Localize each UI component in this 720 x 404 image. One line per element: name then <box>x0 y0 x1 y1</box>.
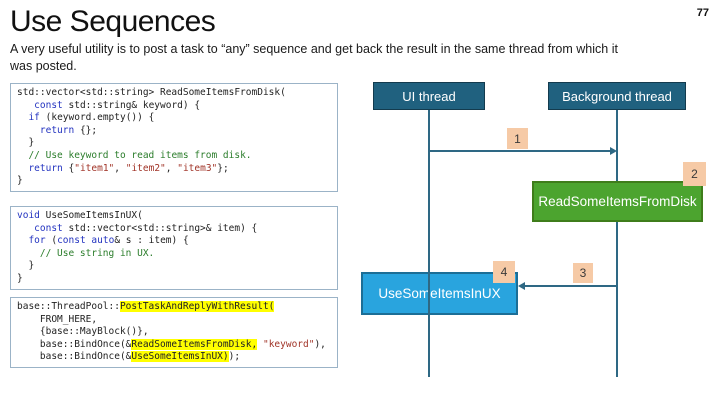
background-thread-lifeline <box>616 110 618 377</box>
code-line: for (const auto& s : item) { <box>28 235 189 247</box>
activation-read-label: ReadSomeItemsFromDisk <box>538 194 697 209</box>
code-line: const std::vector<std::string>& item) { <box>34 222 258 234</box>
code-line: base::BindOnce(&UseSomeItemsInUX)); <box>17 351 241 363</box>
code-line: void UseSomeItemsInUX( <box>17 210 143 221</box>
code-line: return {"item1", "item2", "item3"}; <box>28 162 229 174</box>
code-line: base::ThreadPool::PostTaskAndReplyWithRe… <box>17 301 275 312</box>
code-line: } <box>17 272 23 284</box>
step-badge-1: 1 <box>507 128 528 149</box>
message-1-arrowhead-icon <box>610 146 617 155</box>
step-badge-4: 4 <box>493 261 515 283</box>
code-line: } <box>17 137 35 149</box>
subtitle-line-2: was posted. <box>10 59 77 73</box>
code-line: const std::string& keyword) { <box>34 99 201 111</box>
message-3-arrowhead-icon <box>518 281 525 290</box>
actor-ui-thread-label: UI thread <box>402 88 456 104</box>
activation-use-label: UseSomeItemsInUX <box>378 286 501 301</box>
code-line: } <box>17 175 23 187</box>
code-line: // Use string in UX. <box>39 247 155 259</box>
page-number: 77 <box>696 7 709 19</box>
step-badge-2: 2 <box>683 162 706 186</box>
step-badge-3: 3 <box>573 263 593 283</box>
code-block-read-from-disk: std::vector<std::string> ReadSomeItemsFr… <box>10 83 338 192</box>
code-line: return {}; <box>39 124 98 136</box>
code-block-use-in-ux: void UseSomeItemsInUX( const std::vector… <box>10 206 338 290</box>
code-line: {base::MayBlock()}, <box>17 326 149 338</box>
actor-ui-thread: UI thread <box>373 82 485 110</box>
activation-use-some-items-in-ux: UseSomeItemsInUX <box>361 272 518 315</box>
message-3-line <box>524 285 617 287</box>
subtitle: A very useful utility is to post a task … <box>10 41 618 75</box>
code-line: FROM_HERE, <box>17 313 98 325</box>
ui-thread-lifeline <box>428 110 430 377</box>
message-1-line <box>429 150 611 152</box>
actor-background-thread: Background thread <box>548 82 686 110</box>
code-block-post-task: base::ThreadPool::PostTaskAndReplyWithRe… <box>10 297 338 368</box>
subtitle-line-1: A very useful utility is to post a task … <box>10 42 618 56</box>
code-line: base::BindOnce(&ReadSomeItemsFromDisk, "… <box>17 338 326 350</box>
page-title: Use Sequences <box>10 5 216 38</box>
actor-background-thread-label: Background thread <box>562 88 672 104</box>
code-line: if (keyword.empty()) { <box>28 112 155 124</box>
activation-read-some-items-from-disk: ReadSomeItemsFromDisk <box>532 181 703 222</box>
code-line: std::vector<std::string> ReadSomeItemsFr… <box>17 87 286 98</box>
code-line: } <box>17 260 35 272</box>
code-line: // Use keyword to read items from disk. <box>28 149 252 161</box>
